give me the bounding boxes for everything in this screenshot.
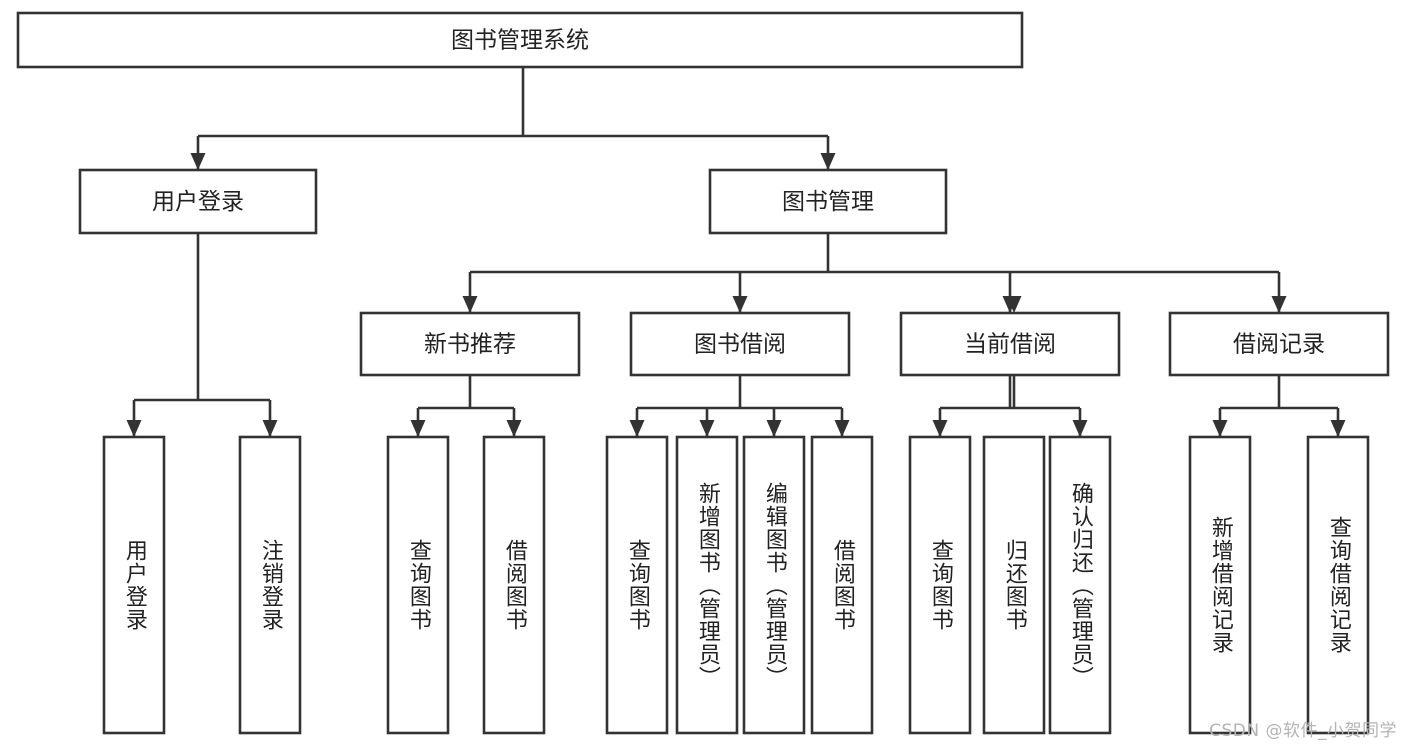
leaf-label-7: 借阅图书 <box>829 539 855 631</box>
leaf-box-9[interactable] <box>982 435 1046 735</box>
arrow-head <box>932 420 948 437</box>
arrow-head <box>262 420 278 437</box>
level3-label-2: 当前借阅 <box>964 332 1056 358</box>
watermark: CSDN @软件_小贺同学 <box>1209 721 1397 741</box>
leaf-box-6[interactable] <box>742 435 806 735</box>
arrow-head <box>820 153 836 170</box>
connector-layer <box>126 67 1346 437</box>
leaf-label-4: 查询图书 <box>624 539 650 631</box>
leaf-label-3: 借阅图书 <box>501 539 527 631</box>
leaf-box-0[interactable] <box>102 435 166 735</box>
level3-label-1: 图书借阅 <box>694 332 786 358</box>
arrow-head <box>1072 420 1088 437</box>
level3-label-0: 新书推荐 <box>424 332 516 358</box>
leaf-box-4[interactable] <box>605 435 669 735</box>
leaf-box-11[interactable] <box>1188 435 1252 735</box>
arrow-head <box>766 420 782 437</box>
leaf-label-11: 新增借阅记录 <box>1207 516 1233 654</box>
leaf-box-12[interactable] <box>1306 435 1370 735</box>
leaf-label-6: 编辑图书（管理员） <box>761 481 787 689</box>
arrow-head <box>1006 296 1022 313</box>
leaf-box-1[interactable] <box>238 435 302 735</box>
leaf-label-0: 用户登录 <box>121 539 147 631</box>
arrow-head <box>834 420 850 437</box>
leaf-label-12: 查询借阅记录 <box>1325 516 1351 654</box>
level2-label-0: 用户登录 <box>152 189 244 215</box>
leaf-box-8[interactable] <box>908 435 972 735</box>
arrow-head <box>126 420 142 437</box>
leaf-box-7[interactable] <box>810 435 874 735</box>
arrow-head <box>506 420 522 437</box>
arrow-head <box>462 296 478 313</box>
leaf-label-10: 确认归还（管理员） <box>1067 481 1093 689</box>
level3-box-1[interactable] <box>629 311 851 377</box>
root-box-0[interactable] <box>16 11 1024 69</box>
leaf-label-2: 查询图书 <box>405 539 431 631</box>
leaf-box-3[interactable] <box>482 435 546 735</box>
leaf-label-1: 注销登录 <box>257 539 283 631</box>
leaf-label-8: 查询图书 <box>927 539 953 631</box>
leaf-box-2[interactable] <box>386 435 450 735</box>
arrow-head <box>1330 420 1346 437</box>
leaf-box-10[interactable] <box>1048 435 1112 735</box>
arrow-head <box>1271 296 1287 313</box>
root-label-0: 图书管理系统 <box>451 28 589 54</box>
arrow-head <box>699 420 715 437</box>
level3-box-0[interactable] <box>359 311 581 377</box>
box-layer <box>16 11 1390 735</box>
leaf-label-9: 归还图书 <box>1001 539 1027 631</box>
level3-label-3: 借阅记录 <box>1233 332 1325 358</box>
arrow-head <box>1212 420 1228 437</box>
level2-box-1[interactable] <box>708 168 948 235</box>
level3-box-2[interactable] <box>899 311 1121 377</box>
arrow-head <box>190 153 206 170</box>
arrow-head <box>629 420 645 437</box>
arrow-head <box>732 296 748 313</box>
level2-label-1: 图书管理 <box>782 189 874 215</box>
leaf-label-5: 新增图书（管理员） <box>694 481 720 689</box>
level2-box-0[interactable] <box>78 168 318 235</box>
level3-box-3[interactable] <box>1168 311 1390 377</box>
arrow-head <box>410 420 426 437</box>
leaf-box-5[interactable] <box>675 435 739 735</box>
